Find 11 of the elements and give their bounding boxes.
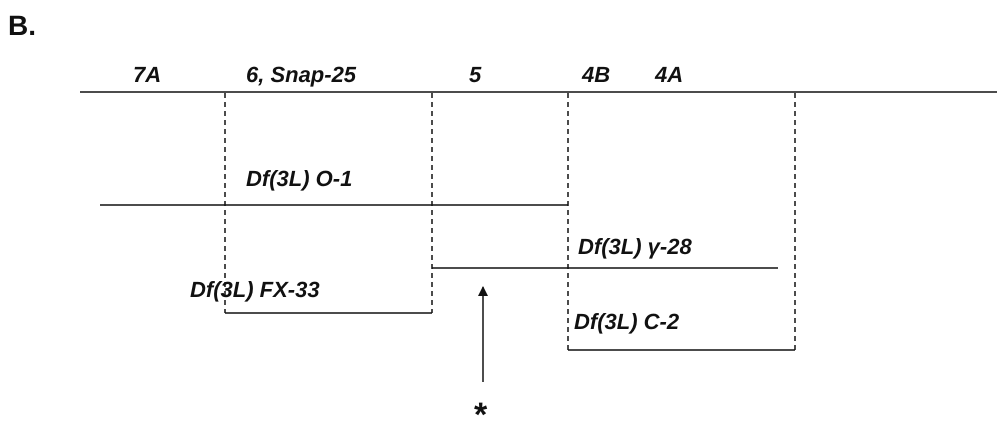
band-label: 4B [582,64,610,86]
band-label: 7A [133,64,162,86]
deficiency-label: Df(3L) γ-28 [578,236,692,258]
asterisk-mark: * [474,398,488,429]
band-label: 6, Snap-25 [246,64,356,86]
band-label: 5 [469,64,482,86]
band-label: 4A [655,64,684,86]
deficiency-label: Df(3L) FX-33 [190,279,320,301]
deficiency-label: Df(3L) C-2 [574,311,680,333]
panel-label: B. [8,12,36,40]
deficiency-label: Df(3L) O-1 [246,168,352,190]
